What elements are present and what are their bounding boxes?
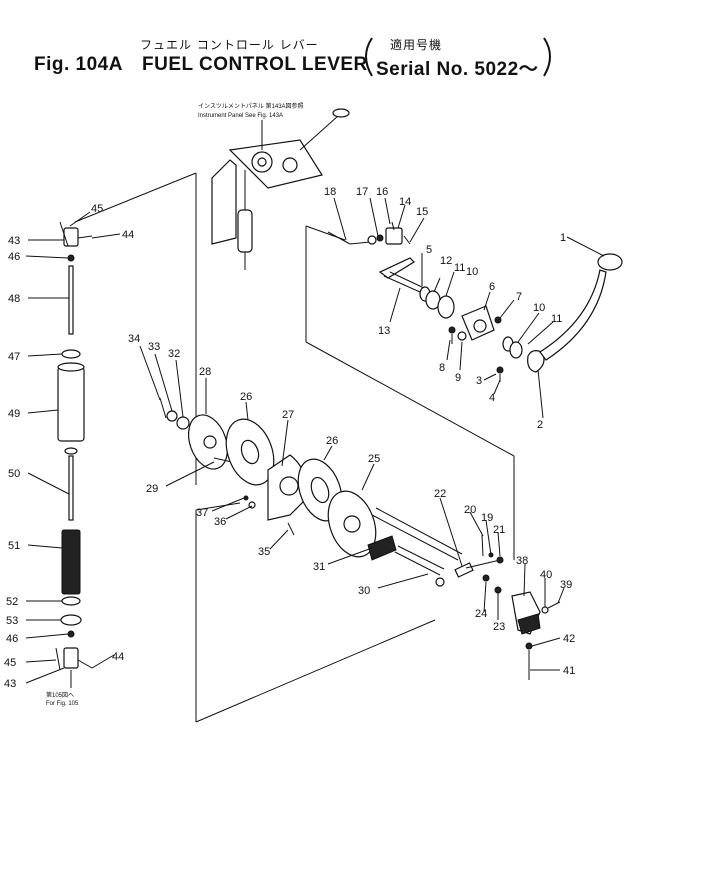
frame-lines — [74, 172, 515, 723]
note-for-fig-en: For Fig. 105 — [46, 701, 79, 707]
callout-9: 9 — [455, 372, 461, 384]
callout-7: 7 — [516, 291, 522, 303]
callout-5: 5 — [426, 244, 432, 256]
serial-range: Serial No. 5022～ — [376, 59, 539, 80]
callout-28: 28 — [199, 366, 211, 378]
callout-13: 13 — [378, 325, 390, 337]
callout-48: 48 — [8, 293, 20, 305]
callout-44-b: 44 — [112, 651, 124, 663]
callout-17: 17 — [356, 186, 368, 198]
callout-47: 47 — [8, 351, 20, 363]
callout-42: 42 — [563, 633, 575, 645]
callout-32: 32 — [168, 348, 180, 360]
callout-14: 14 — [399, 196, 411, 208]
callout-16: 16 — [376, 186, 388, 198]
callout-29: 29 — [146, 483, 158, 495]
bracket-right — [543, 37, 551, 77]
serial-japanese: 適用号機 — [390, 38, 443, 52]
callout-26-a: 26 — [240, 391, 252, 403]
right-linkage — [454, 534, 561, 680]
callout-36: 36 — [214, 516, 226, 528]
callout-20: 20 — [464, 504, 476, 516]
callout-43-a: 43 — [8, 235, 20, 247]
callout-1: 1 — [560, 232, 566, 244]
callout-22: 22 — [434, 488, 446, 500]
callout-11-a: 11 — [454, 262, 465, 274]
callout-44-a: 44 — [122, 229, 134, 241]
note-instrument-panel-jp: インスツルメントパネル 第143A図参照 — [198, 102, 304, 110]
callout-26-b: 26 — [326, 435, 338, 447]
callout-31: 31 — [313, 561, 325, 573]
title-japanese: フュエル コントロール レバー — [140, 38, 319, 52]
callout-41: 41 — [563, 665, 575, 677]
callout-21: 21 — [493, 524, 505, 536]
callout-43-b: 43 — [4, 678, 16, 690]
callout-11-b: 11 — [551, 313, 562, 325]
callout-4: 4 — [489, 392, 495, 404]
callout-39: 39 — [560, 579, 572, 591]
callout-52: 52 — [6, 596, 18, 608]
callout-38: 38 — [516, 555, 528, 567]
callout-40: 40 — [540, 569, 552, 581]
callout-8: 8 — [439, 362, 445, 374]
instrument-panel-sketch — [211, 108, 350, 270]
callout-45-a: 45 — [91, 203, 103, 215]
callout-30: 30 — [358, 585, 370, 597]
upper-linkage — [327, 221, 623, 382]
callout-51: 51 — [8, 540, 20, 552]
callout-27: 27 — [282, 409, 294, 421]
callout-3: 3 — [476, 375, 482, 387]
note-instrument-panel-en: Instrument Panel See Fig. 143A — [198, 113, 283, 119]
callout-18: 18 — [324, 186, 336, 198]
page-title: FUEL CONTROL LEVER — [142, 54, 368, 75]
callout-45-b: 45 — [4, 657, 16, 669]
callout-37: 37 — [196, 507, 208, 519]
note-for-fig-jp: 第105図へ — [46, 691, 74, 699]
callout-25: 25 — [368, 453, 380, 465]
callout-50: 50 — [8, 468, 20, 480]
callout-24: 24 — [475, 608, 487, 620]
callout-2: 2 — [537, 419, 543, 431]
callout-leaders — [25, 197, 605, 684]
callout-53: 53 — [6, 615, 18, 627]
callout-23: 23 — [493, 621, 505, 633]
callout-34: 34 — [128, 333, 140, 345]
callout-10-a: 10 — [466, 266, 478, 278]
callout-33: 33 — [148, 341, 160, 353]
rod-assembly — [55, 221, 93, 688]
callout-12: 12 — [440, 255, 452, 267]
callout-19: 19 — [481, 512, 493, 524]
callout-46-b: 46 — [6, 633, 18, 645]
callout-10-b: 10 — [533, 302, 545, 314]
bracket-left — [365, 37, 373, 77]
callout-46-a: 46 — [8, 251, 20, 263]
callout-6: 6 — [489, 281, 495, 293]
callout-35: 35 — [258, 546, 270, 558]
figure-number: Fig. 104A — [34, 54, 123, 75]
callout-49: 49 — [8, 408, 20, 420]
callout-15: 15 — [416, 206, 428, 218]
plate-assembly — [159, 397, 463, 587]
